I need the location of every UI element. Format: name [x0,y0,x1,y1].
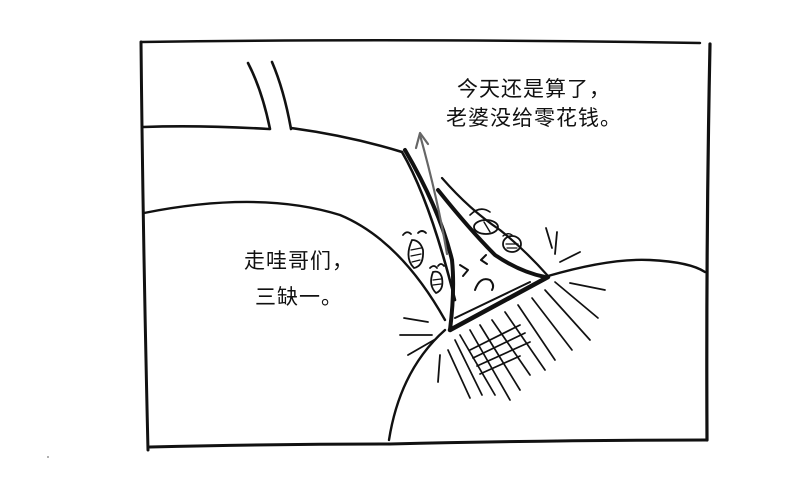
upward-arrow [414,131,449,256]
caption-line: 今天还是算了， [457,77,611,101]
caption-top-right: 今天还是算了， 老婆没给零花钱。 [446,75,622,133]
left-hill [142,200,447,322]
caption-line: 三缺一。 [255,285,343,309]
caption-left: 走哇哥们， 三缺一。 [244,243,354,315]
crevice-character [403,148,551,333]
right-hill [387,258,707,442]
stray-mark [47,456,49,458]
caption-line: 走哇哥们， [244,249,354,273]
cliff-ledge [141,60,457,302]
panel-border [139,38,712,452]
caption-line: 老婆没给零花钱。 [446,106,622,130]
impact-lines [399,227,606,383]
laughing-faces [402,230,445,294]
crosshatch [447,281,599,401]
